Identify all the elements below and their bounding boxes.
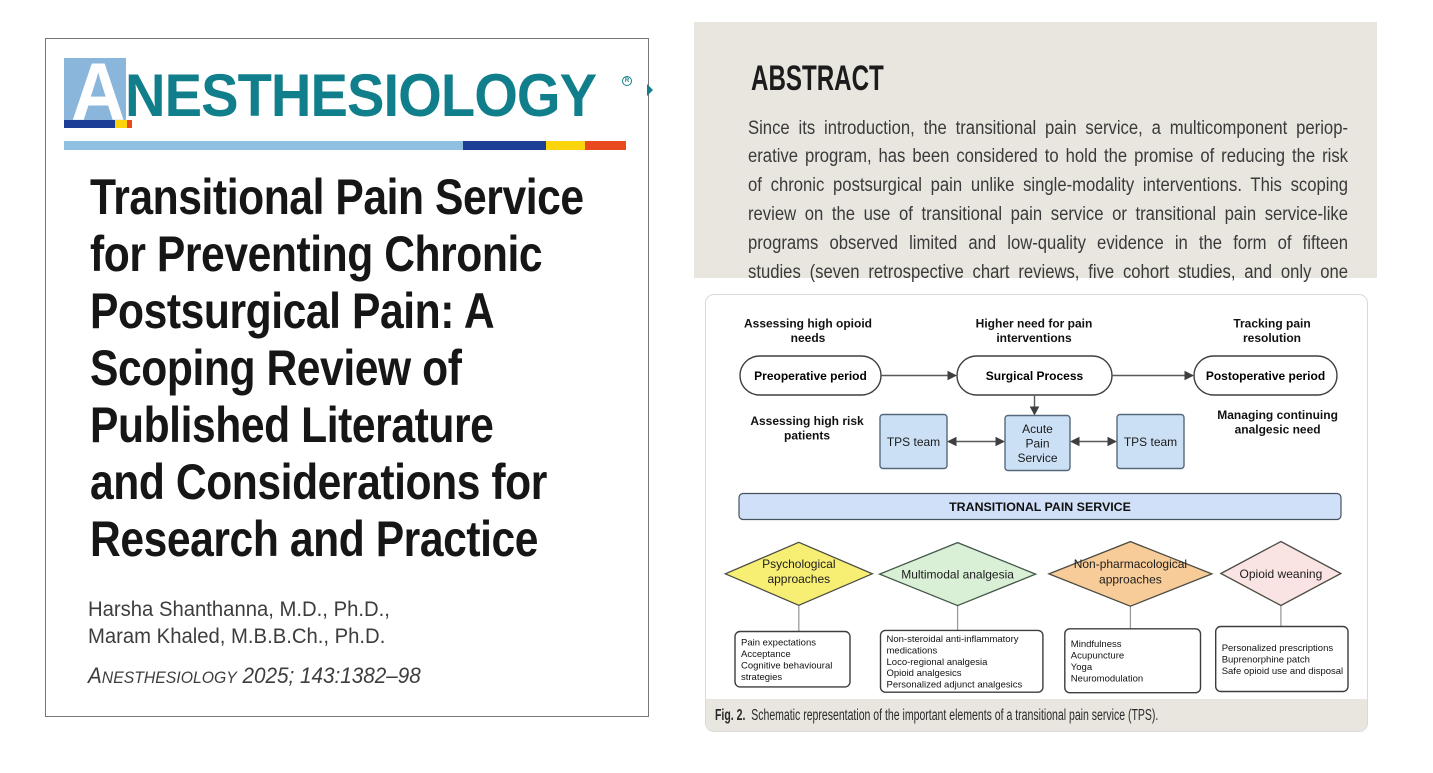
svg-text:interventions: interventions: [996, 331, 1072, 345]
svg-text:Mindfulness: Mindfulness: [1071, 639, 1122, 650]
svg-text:Higher need for pain: Higher need for pain: [976, 316, 1093, 330]
svg-text:TPS team: TPS team: [887, 434, 940, 448]
svg-text:Pain expectations: Pain expectations: [741, 637, 816, 648]
svg-text:Service: Service: [1017, 450, 1057, 464]
svg-text:Cognitive behavioural: Cognitive behavioural: [741, 660, 832, 671]
svg-text:TPS team: TPS team: [1124, 434, 1177, 448]
svg-text:Yoga: Yoga: [1071, 661, 1093, 672]
svg-text:needs: needs: [791, 331, 826, 345]
svg-text:patients: patients: [784, 428, 830, 442]
svg-text:medications: medications: [887, 645, 938, 656]
svg-text:Non-steroidal anti-inflammator: Non-steroidal anti-inflammatory: [887, 634, 1019, 645]
svg-text:Acute: Acute: [1022, 422, 1053, 436]
svg-text:Buprenorphine patch: Buprenorphine patch: [1222, 654, 1310, 665]
svg-text:Opioid analgesics: Opioid analgesics: [887, 668, 962, 679]
svg-text:approaches: approaches: [1099, 572, 1162, 586]
svg-text:Personalized prescriptions: Personalized prescriptions: [1222, 643, 1334, 654]
svg-text:Managing continuing: Managing continuing: [1217, 408, 1338, 422]
svg-text:Tracking pain: Tracking pain: [1233, 316, 1310, 330]
svg-text:Preoperative period: Preoperative period: [754, 368, 867, 382]
svg-text:Surgical Process: Surgical Process: [986, 368, 1084, 382]
svg-text:Assessing high risk: Assessing high risk: [750, 414, 864, 428]
svg-text:Loco-regional analgesia: Loco-regional analgesia: [887, 656, 989, 667]
svg-text:Non-pharmacological: Non-pharmacological: [1074, 556, 1187, 570]
svg-text:resolution: resolution: [1243, 331, 1301, 345]
svg-text:Assessing high opioid: Assessing high opioid: [744, 316, 872, 330]
svg-text:strategies: strategies: [741, 671, 782, 682]
svg-text:Psychological: Psychological: [762, 556, 835, 570]
svg-text:Acupuncture: Acupuncture: [1071, 650, 1124, 661]
svg-text:Multimodal analgesia: Multimodal analgesia: [901, 567, 1014, 581]
svg-text:Pain: Pain: [1025, 436, 1049, 450]
svg-text:TRANSITIONAL PAIN SERVICE: TRANSITIONAL PAIN SERVICE: [949, 500, 1131, 514]
svg-text:Safe opioid use and disposal: Safe opioid use and disposal: [1222, 665, 1343, 676]
svg-text:Postoperative period: Postoperative period: [1206, 368, 1325, 382]
svg-text:approaches: approaches: [767, 572, 830, 586]
svg-text:Opioid weaning: Opioid weaning: [1240, 567, 1323, 581]
svg-text:Neuromodulation: Neuromodulation: [1071, 673, 1143, 684]
svg-text:Personalized adjunct analgesic: Personalized adjunct analgesics: [887, 679, 1023, 690]
svg-text:analgesic need: analgesic need: [1235, 422, 1321, 436]
svg-text:Acceptance: Acceptance: [741, 649, 791, 660]
